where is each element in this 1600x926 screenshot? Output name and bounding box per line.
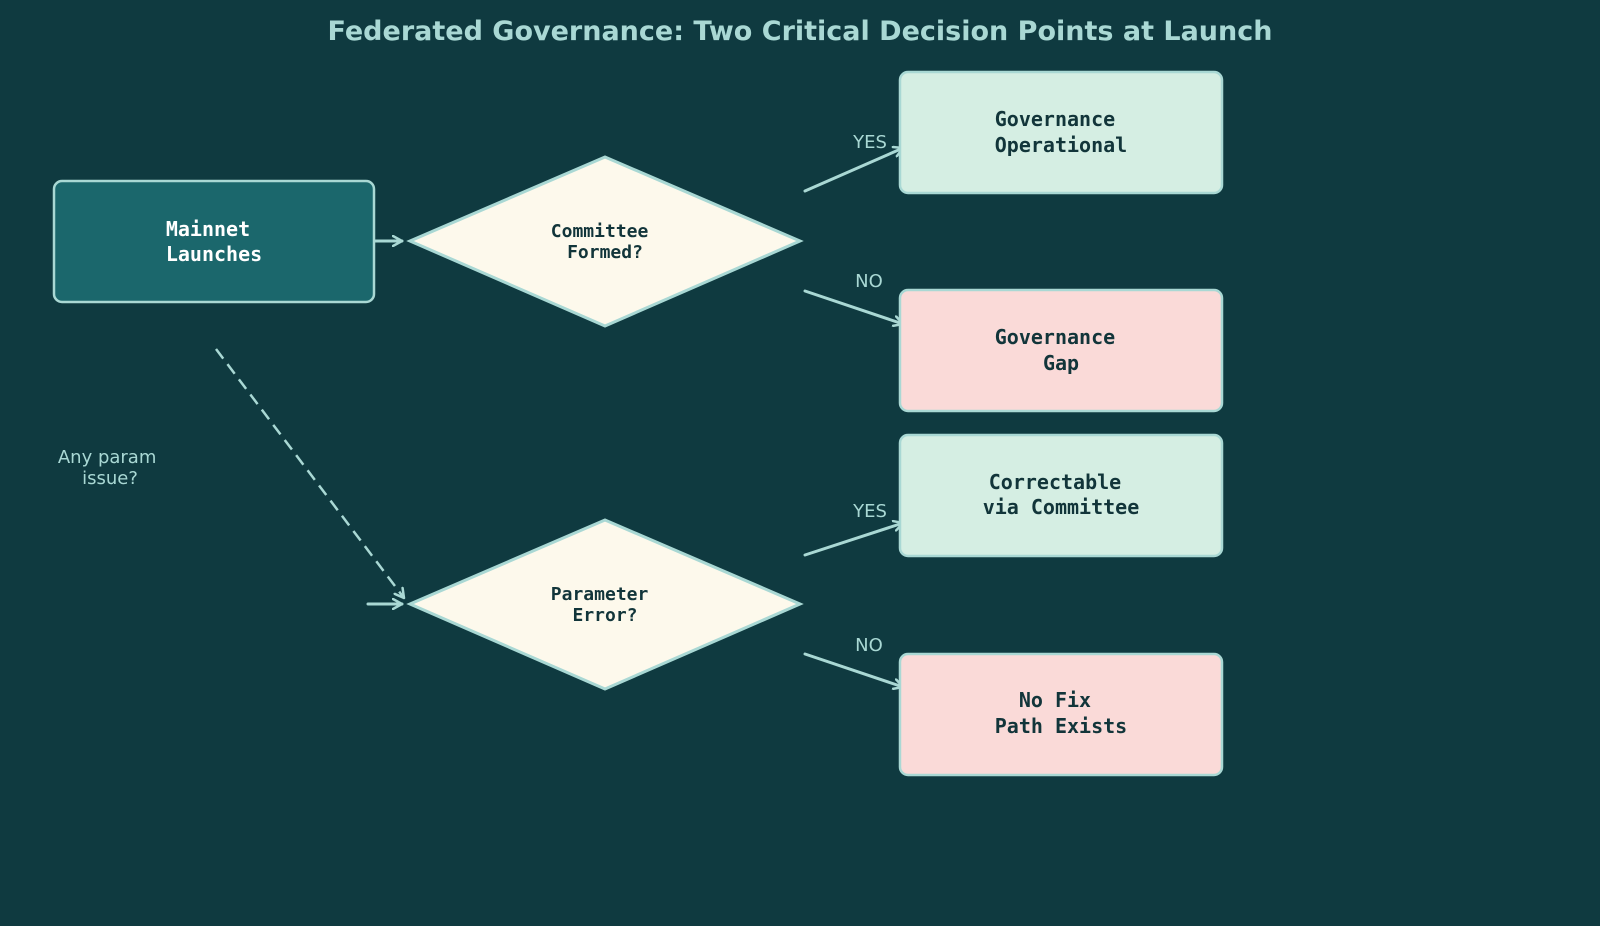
- svg-text:Mainnet Launches: Mainnet Launches: [166, 217, 262, 266]
- outcome-governance-operational[interactable]: Governance Operational: [898, 70, 1224, 195]
- diagram-title: Federated Governance: Two Critical Decis…: [328, 16, 1273, 47]
- outcome-nofix-line-1: No Fix: [1019, 688, 1091, 712]
- decision-committee-line-2: Formed?: [567, 242, 643, 263]
- outcome-governance-gap[interactable]: Governance Gap: [898, 288, 1224, 413]
- decision-parameter-line-2: Error?: [572, 605, 637, 626]
- edge-committee-no: [803, 289, 905, 324]
- edge-label-parameter-no: NO: [855, 635, 883, 656]
- edge-label-param-issue-line-2: issue?: [82, 468, 138, 489]
- svg-text:Correctable via Committe: Correctable via Committee: [983, 470, 1140, 519]
- edge-label-param-issue-line-1: Any param: [58, 447, 157, 468]
- svg-text:Committee Formed?: Committee Formed?: [551, 221, 659, 263]
- outcome-correctable-line-2: via Committee: [983, 495, 1140, 519]
- decision-parameter-line-1: Parameter: [551, 584, 649, 605]
- edge-committee-yes: [803, 148, 905, 193]
- node-mainnet-launches-line-1: Mainnet: [166, 217, 250, 241]
- decision-committee-formed[interactable]: Committee Formed?: [406, 155, 804, 328]
- outcome-gap-line-1: Governance: [995, 325, 1115, 349]
- edge-label-param-issue: Any param issue?: [58, 447, 162, 489]
- outcome-no-fix-path-exists[interactable]: No Fix Path Exists: [898, 652, 1224, 777]
- decision-committee-line-1: Committee: [551, 221, 649, 242]
- outcome-gap-line-2: Gap: [1043, 351, 1079, 375]
- edge-label-parameter-yes: YES: [852, 501, 887, 522]
- outcome-correctable-via-committee[interactable]: Correctable via Committee: [898, 433, 1224, 558]
- outcome-operational-line-1: Governance: [995, 107, 1115, 131]
- node-mainnet-launches[interactable]: Mainnet Launches: [52, 179, 376, 304]
- outcome-nofix-line-2: Path Exists: [995, 714, 1127, 738]
- node-mainnet-launches-line-2: Launches: [166, 242, 262, 266]
- decision-parameter-error[interactable]: Parameter Error?: [406, 518, 804, 691]
- svg-text:Parameter Error?: Parameter Error?: [551, 584, 659, 626]
- edge-label-committee-no: NO: [855, 271, 883, 292]
- svg-text:No Fix Path Exists: No Fix Path Exists: [995, 688, 1127, 738]
- svg-text:Governance Gap: Governance Gap: [995, 325, 1127, 375]
- outcome-operational-line-2: Operational: [995, 133, 1127, 157]
- edge-launch-to-parameter-dashed: [215, 348, 404, 598]
- svg-text:Governance Operational: Governance Operational: [995, 107, 1127, 157]
- edge-label-committee-yes: YES: [852, 132, 887, 153]
- edge-parameter-no: [803, 652, 905, 687]
- edge-parameter-yes: [803, 523, 905, 557]
- outcome-correctable-line-1: Correctable: [989, 470, 1121, 494]
